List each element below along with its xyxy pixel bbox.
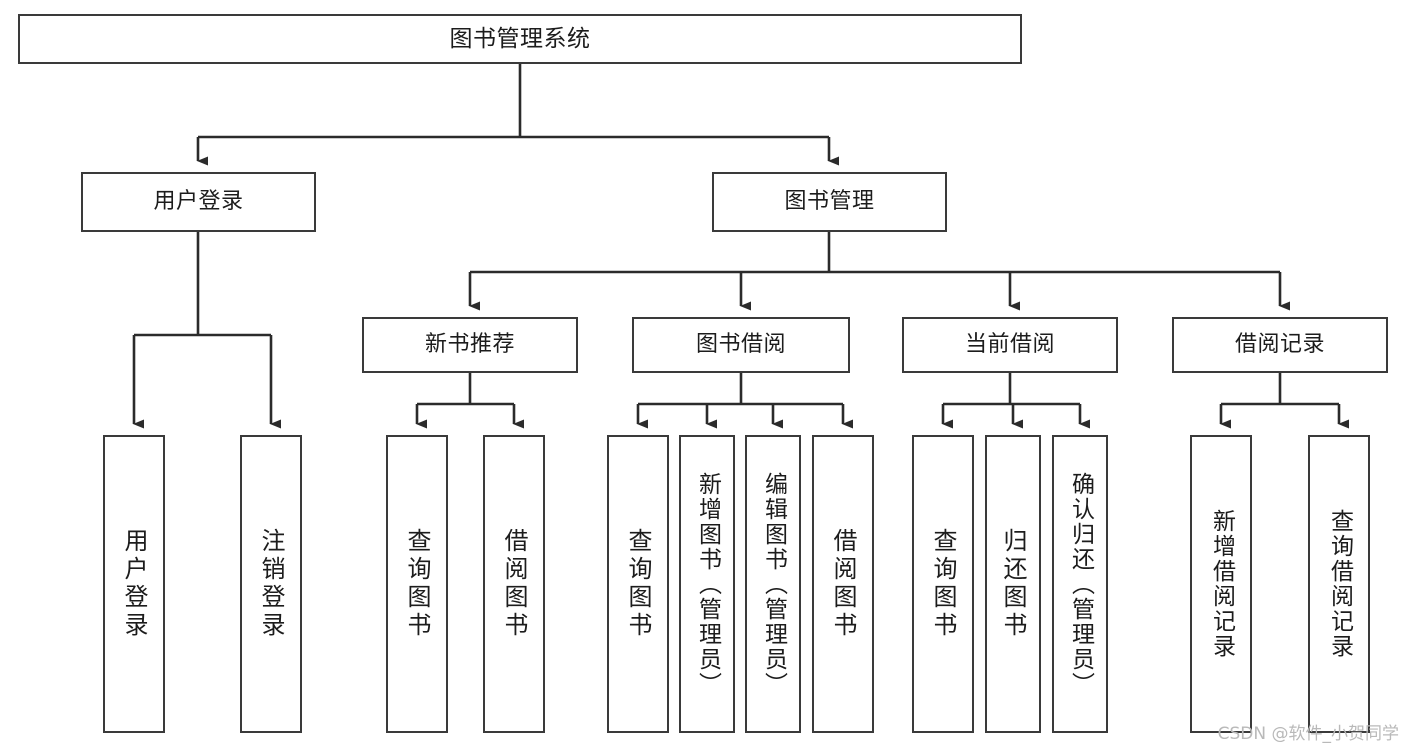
node-book-manage[interactable]: 图书管理 bbox=[712, 172, 947, 232]
node-leaf-query-book-2[interactable]: 查询图书 bbox=[607, 435, 669, 733]
node-leaf-add-book[interactable]: 新增图书（管理员） bbox=[679, 435, 735, 733]
node-leaf-add-record-label: 新增借阅记录 bbox=[1208, 509, 1235, 659]
node-borrow-record-label: 借阅记录 bbox=[1234, 332, 1325, 357]
node-book-borrow[interactable]: 图书借阅 bbox=[632, 317, 850, 373]
node-leaf-query-book-3-label: 查询图书 bbox=[929, 528, 957, 640]
node-leaf-query-book-1-label: 查询图书 bbox=[403, 528, 431, 640]
node-leaf-add-record[interactable]: 新增借阅记录 bbox=[1190, 435, 1252, 733]
node-leaf-query-book-3[interactable]: 查询图书 bbox=[912, 435, 974, 733]
node-new-book-rec-label: 新书推荐 bbox=[424, 332, 515, 357]
node-user-login-label: 用户登录 bbox=[153, 189, 244, 214]
node-book-borrow-label: 图书借阅 bbox=[695, 332, 786, 357]
node-leaf-add-book-label: 新增图书（管理员） bbox=[694, 471, 721, 697]
node-leaf-borrow-book-2-label: 借阅图书 bbox=[829, 528, 857, 640]
node-leaf-query-book-2-label: 查询图书 bbox=[624, 528, 652, 640]
node-borrow-record[interactable]: 借阅记录 bbox=[1172, 317, 1388, 373]
node-book-manage-label: 图书管理 bbox=[784, 189, 875, 214]
node-leaf-user-logout[interactable]: 注销登录 bbox=[240, 435, 302, 733]
node-leaf-borrow-book-1-label: 借阅图书 bbox=[500, 528, 528, 640]
node-leaf-borrow-book-2[interactable]: 借阅图书 bbox=[812, 435, 874, 733]
node-leaf-user-login[interactable]: 用户登录 bbox=[103, 435, 165, 733]
node-leaf-query-record[interactable]: 查询借阅记录 bbox=[1308, 435, 1370, 733]
node-current-borrow-label: 当前借阅 bbox=[964, 332, 1055, 357]
node-current-borrow[interactable]: 当前借阅 bbox=[902, 317, 1118, 373]
csdn-watermark: CSDN @软件_小贺同学 bbox=[1217, 724, 1399, 744]
node-new-book-rec[interactable]: 新书推荐 bbox=[362, 317, 578, 373]
node-user-login[interactable]: 用户登录 bbox=[81, 172, 316, 232]
node-leaf-query-record-label: 查询借阅记录 bbox=[1326, 509, 1353, 659]
node-leaf-user-login-label: 用户登录 bbox=[120, 528, 148, 640]
node-leaf-edit-book[interactable]: 编辑图书（管理员） bbox=[745, 435, 801, 733]
node-leaf-return-book[interactable]: 归还图书 bbox=[985, 435, 1041, 733]
node-leaf-user-logout-label: 注销登录 bbox=[257, 528, 285, 640]
node-leaf-return-book-label: 归还图书 bbox=[999, 528, 1027, 640]
node-leaf-query-book-1[interactable]: 查询图书 bbox=[386, 435, 448, 733]
node-leaf-confirm-return[interactable]: 确认归还（管理员） bbox=[1052, 435, 1108, 733]
node-leaf-borrow-book-1[interactable]: 借阅图书 bbox=[483, 435, 545, 733]
node-leaf-edit-book-label: 编辑图书（管理员） bbox=[760, 471, 787, 697]
node-leaf-confirm-return-label: 确认归还（管理员） bbox=[1067, 471, 1094, 697]
node-root-label: 图书管理系统 bbox=[449, 25, 591, 52]
node-root[interactable]: 图书管理系统 bbox=[18, 14, 1022, 64]
